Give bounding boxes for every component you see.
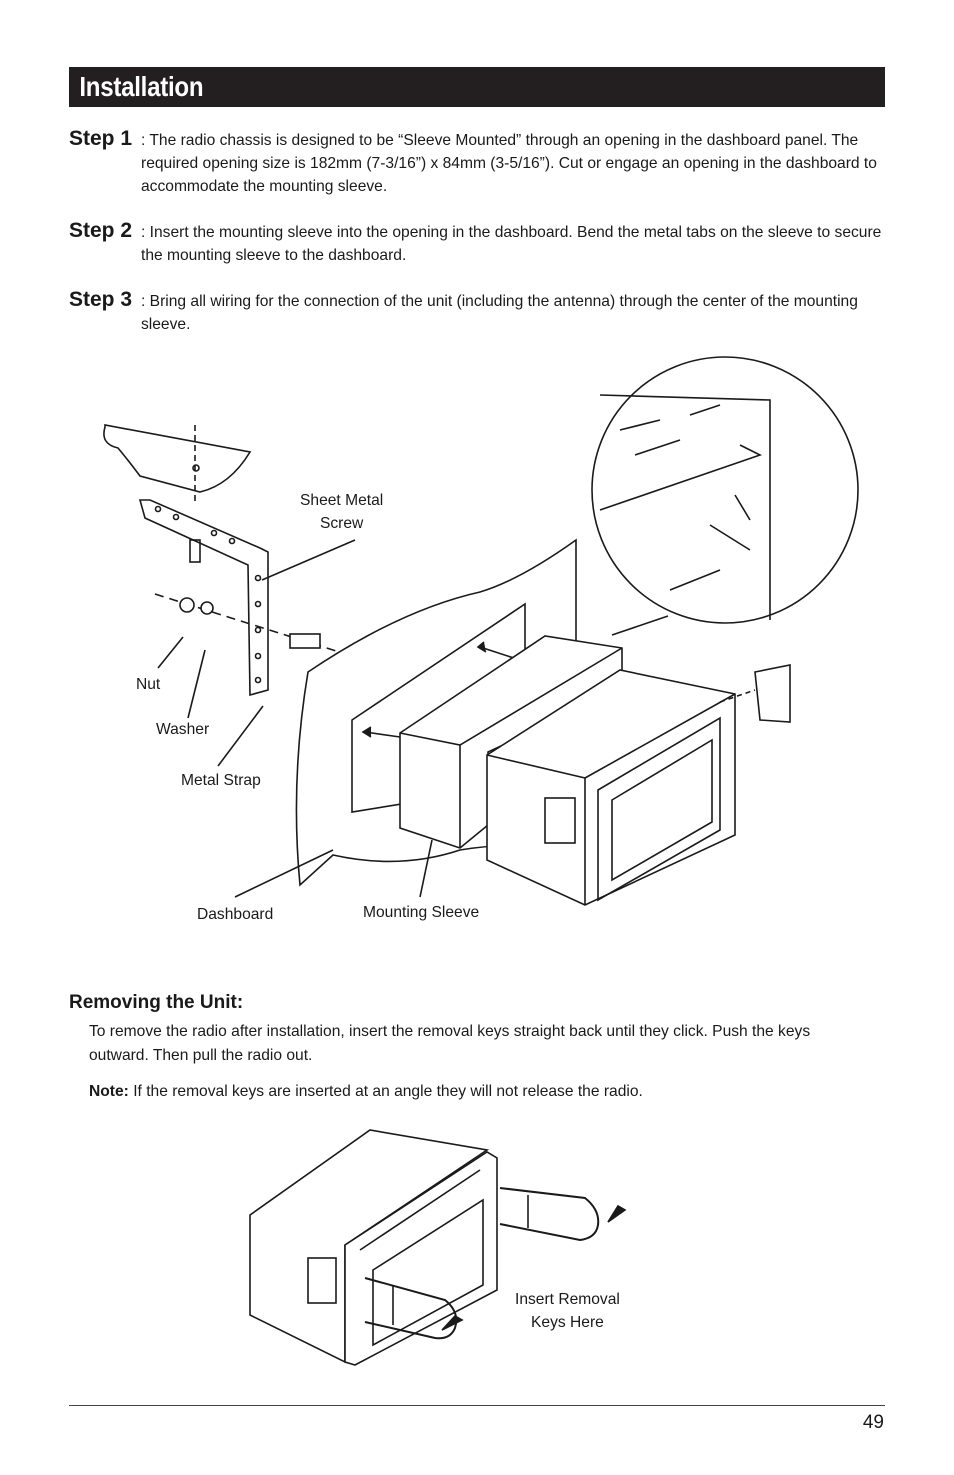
dashboard-bracket [103, 424, 252, 493]
label-dashboard: Dashboard [197, 906, 274, 923]
section-header: Installation [69, 67, 885, 107]
radio-faceplate [344, 1151, 498, 1366]
metal-strap-shape [138, 499, 269, 697]
note-text: If the removal keys are inserted at an a… [128, 1083, 643, 1100]
label-nut: Nut [136, 676, 161, 693]
step-3: Step 3 : Bring all wiring for the connec… [69, 288, 889, 336]
removing-title: Removing the Unit: [69, 992, 244, 1013]
footer-rule [69, 1405, 885, 1406]
step-1-text: : The radio chassis is designed to be “S… [141, 132, 877, 195]
step-1-label: Step 1 [69, 127, 133, 150]
page-title: Installation [79, 71, 204, 102]
label-insert-removal-keys: Insert Removal Keys Here [515, 1291, 620, 1331]
page-number: 49 [862, 1412, 884, 1433]
label-metal-strap: Metal Strap [181, 772, 261, 789]
label-mounting-sleeve: Mounting Sleeve [363, 904, 480, 921]
note-label: Note: [89, 1083, 129, 1100]
step-1: Step 1 : The radio chassis is designed t… [69, 127, 889, 198]
label-washer: Washer [156, 721, 210, 738]
step-2-text: : Insert the mounting sleeve into the op… [141, 224, 882, 264]
step-2-label: Step 2 [69, 219, 133, 242]
removing-note: Note: If the removal keys are inserted a… [89, 1080, 869, 1104]
removing-text: To remove the radio after installation, … [89, 1023, 811, 1064]
step-3-label: Step 3 [69, 288, 133, 311]
step-3-text: : Bring all wiring for the connection of… [141, 293, 858, 333]
step-2: Step 2 : Insert the mounting sleeve into… [69, 219, 889, 267]
magnified-detail [591, 356, 859, 624]
mounting-sleeve-shape [399, 635, 623, 849]
label-sheet-metal-screw: Sheet Metal Screw [300, 492, 384, 532]
